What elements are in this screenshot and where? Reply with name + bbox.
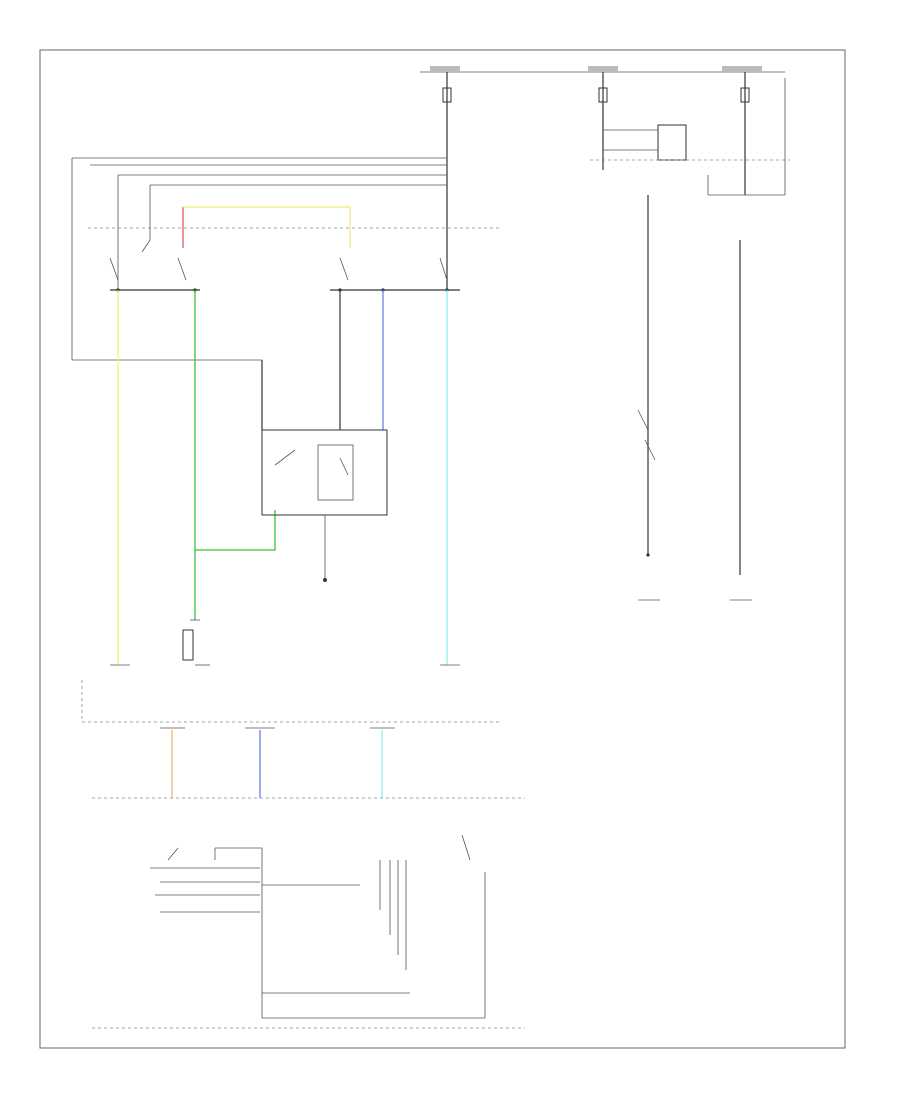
- relay-top-right: [657, 124, 687, 161]
- connector-left: [182, 629, 194, 661]
- fuse-1: [442, 87, 452, 103]
- fuse-block-3: [722, 66, 762, 72]
- fuse-3: [740, 87, 750, 103]
- fuse-block-1: [430, 66, 460, 72]
- diagram-border: [39, 49, 846, 1049]
- module-inner-relay: [317, 444, 354, 501]
- wire-green-jumper: [195, 510, 276, 551]
- central-module: [261, 429, 388, 516]
- fuse-2: [598, 87, 608, 103]
- fuse-block-2: [588, 66, 618, 72]
- wire-light-yellow-top: [183, 206, 351, 248]
